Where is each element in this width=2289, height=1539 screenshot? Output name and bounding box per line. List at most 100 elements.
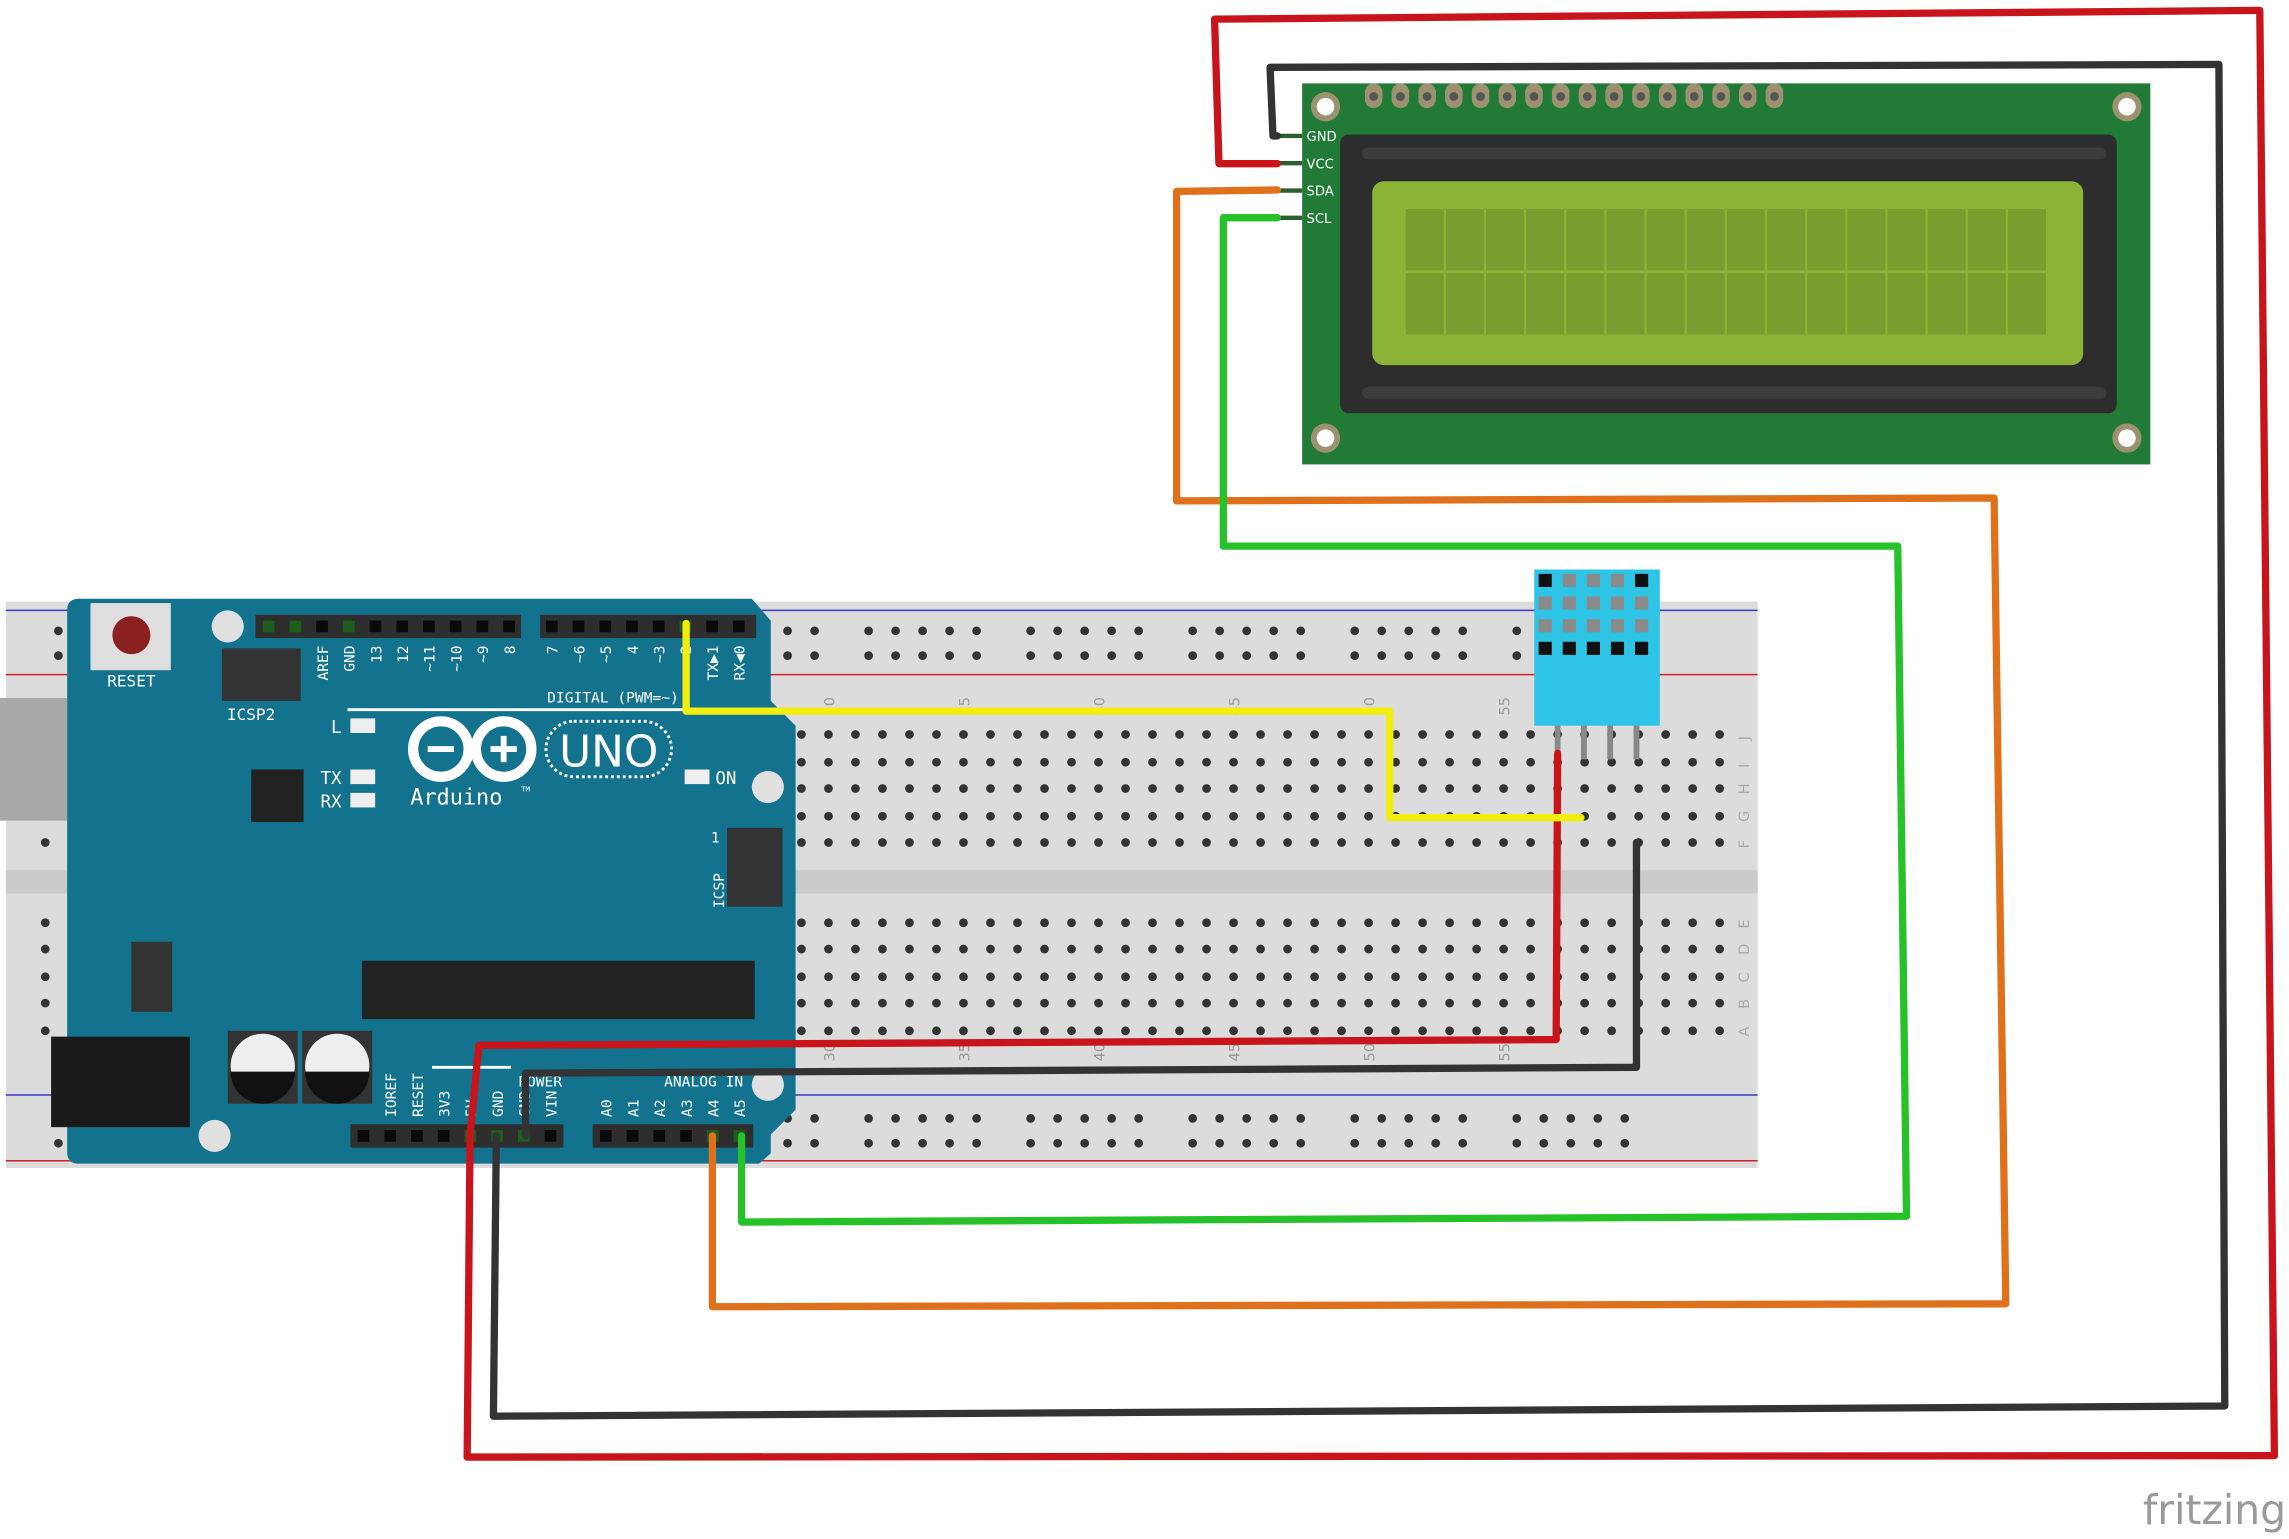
rail-hole[interactable] [54,651,63,661]
rail-hole[interactable] [1080,651,1090,661]
breadboard-hole[interactable] [1337,1026,1346,1036]
header-pin[interactable] [396,620,409,633]
breadboard-hole[interactable] [1283,838,1292,847]
breadboard-hole[interactable] [878,972,887,982]
breadboard-hole[interactable] [1499,784,1508,793]
breadboard-hole[interactable] [986,998,995,1008]
breadboard-hole[interactable] [1202,998,1211,1008]
breadboard-hole[interactable] [1472,944,1481,954]
wire-orange-a4-to-sda[interactable] [708,186,2010,1311]
breadboard-hole[interactable] [1391,918,1400,928]
breadboard-hole[interactable] [1040,918,1049,928]
breadboard-hole[interactable] [1310,811,1319,821]
breadboard-hole[interactable] [1688,811,1698,821]
rail-hole[interactable] [1134,626,1144,636]
rail-hole[interactable] [1242,626,1252,636]
breadboard-hole[interactable] [959,998,968,1008]
breadboard-hole[interactable] [1580,972,1590,982]
breadboard-hole[interactable] [851,757,860,767]
breadboard-hole[interactable] [1499,838,1508,847]
breadboard-hole[interactable] [1067,918,1076,928]
breadboard-hole[interactable] [1391,998,1400,1008]
breadboard-hole[interactable] [1283,944,1292,954]
breadboard-hole[interactable] [40,972,50,982]
breadboard-hole[interactable] [1607,811,1617,821]
breadboard-hole[interactable] [851,811,860,821]
rail-hole[interactable] [1566,1138,1576,1148]
rail-hole[interactable] [972,1138,981,1148]
rail-hole[interactable] [918,651,927,661]
breadboard-hole[interactable] [932,998,941,1008]
breadboard-hole[interactable] [1715,1026,1725,1036]
breadboard-hole[interactable] [1688,784,1698,793]
rail-hole[interactable] [1431,1114,1441,1123]
breadboard-hole[interactable] [1472,757,1481,767]
rail-hole[interactable] [1458,1114,1468,1123]
breadboard-hole[interactable] [1256,784,1265,793]
breadboard-hole[interactable] [1040,944,1049,954]
header-pin[interactable] [449,620,462,633]
breadboard-hole[interactable] [1526,757,1536,767]
breadboard-hole[interactable] [1607,918,1617,928]
rail-hole[interactable] [1242,651,1252,661]
rail-hole[interactable] [1458,651,1468,661]
breadboard-hole[interactable] [1391,838,1400,847]
breadboard-hole[interactable] [1580,944,1590,954]
wire-black-gnd-to-dht[interactable] [521,838,1641,1140]
breadboard-hole[interactable] [1526,918,1536,928]
breadboard-hole[interactable] [1094,730,1103,739]
rail-hole[interactable] [1053,651,1063,661]
rail-hole[interactable] [1512,1138,1522,1148]
breadboard-hole[interactable] [1688,757,1698,767]
breadboard-hole[interactable] [905,757,914,767]
breadboard-hole[interactable] [1202,811,1211,821]
wire-green-a5-to-scl[interactable] [737,214,1911,1226]
header-pin[interactable] [626,1130,639,1142]
breadboard-hole[interactable] [905,1026,914,1036]
breadboard-hole[interactable] [1715,944,1725,954]
rail-hole[interactable] [1377,1114,1387,1123]
breadboard-hole[interactable] [959,838,968,847]
breadboard-hole[interactable] [1580,1026,1590,1036]
rail-hole[interactable] [1215,1138,1225,1148]
rail-hole[interactable] [1512,1114,1522,1123]
rail-hole[interactable] [945,651,954,661]
breadboard-hole[interactable] [1526,838,1536,847]
breadboard-hole[interactable] [824,918,833,928]
rail-hole[interactable] [1188,651,1198,661]
breadboard-hole[interactable] [932,972,941,982]
breadboard-hole[interactable] [1256,972,1265,982]
rail-hole[interactable] [1593,1138,1603,1148]
breadboard-hole[interactable] [1283,972,1292,982]
rail-hole[interactable] [1431,1138,1441,1148]
breadboard-hole[interactable] [1526,730,1536,739]
breadboard-hole[interactable] [1715,972,1725,982]
breadboard-hole[interactable] [1094,811,1103,821]
rail-hole[interactable] [1512,626,1522,636]
breadboard-hole[interactable] [1337,944,1346,954]
breadboard-hole[interactable] [905,838,914,847]
breadboard-hole[interactable] [1310,972,1319,982]
header-pin[interactable] [599,1130,612,1142]
rail-hole[interactable] [1512,651,1522,661]
breadboard-hole[interactable] [40,918,50,928]
rail-hole[interactable] [1404,651,1414,661]
breadboard-hole[interactable] [851,918,860,928]
rail-hole[interactable] [1458,1138,1468,1148]
rail-hole[interactable] [1026,1114,1036,1123]
breadboard-hole[interactable] [1688,998,1698,1008]
header-pin[interactable] [357,1130,370,1142]
breadboard-hole[interactable] [1175,757,1184,767]
breadboard-hole[interactable] [1364,972,1373,982]
rail-hole[interactable] [1026,651,1036,661]
rail-hole[interactable] [1080,1114,1090,1123]
breadboard-hole[interactable] [1499,972,1508,982]
breadboard-hole[interactable] [824,1026,833,1036]
breadboard-hole[interactable] [1445,757,1454,767]
rail-hole[interactable] [972,626,981,636]
breadboard-hole[interactable] [1445,998,1454,1008]
breadboard-hole[interactable] [1094,918,1103,928]
breadboard-hole[interactable] [1364,998,1373,1008]
breadboard-hole[interactable] [1715,918,1725,928]
breadboard-hole[interactable] [40,998,50,1008]
